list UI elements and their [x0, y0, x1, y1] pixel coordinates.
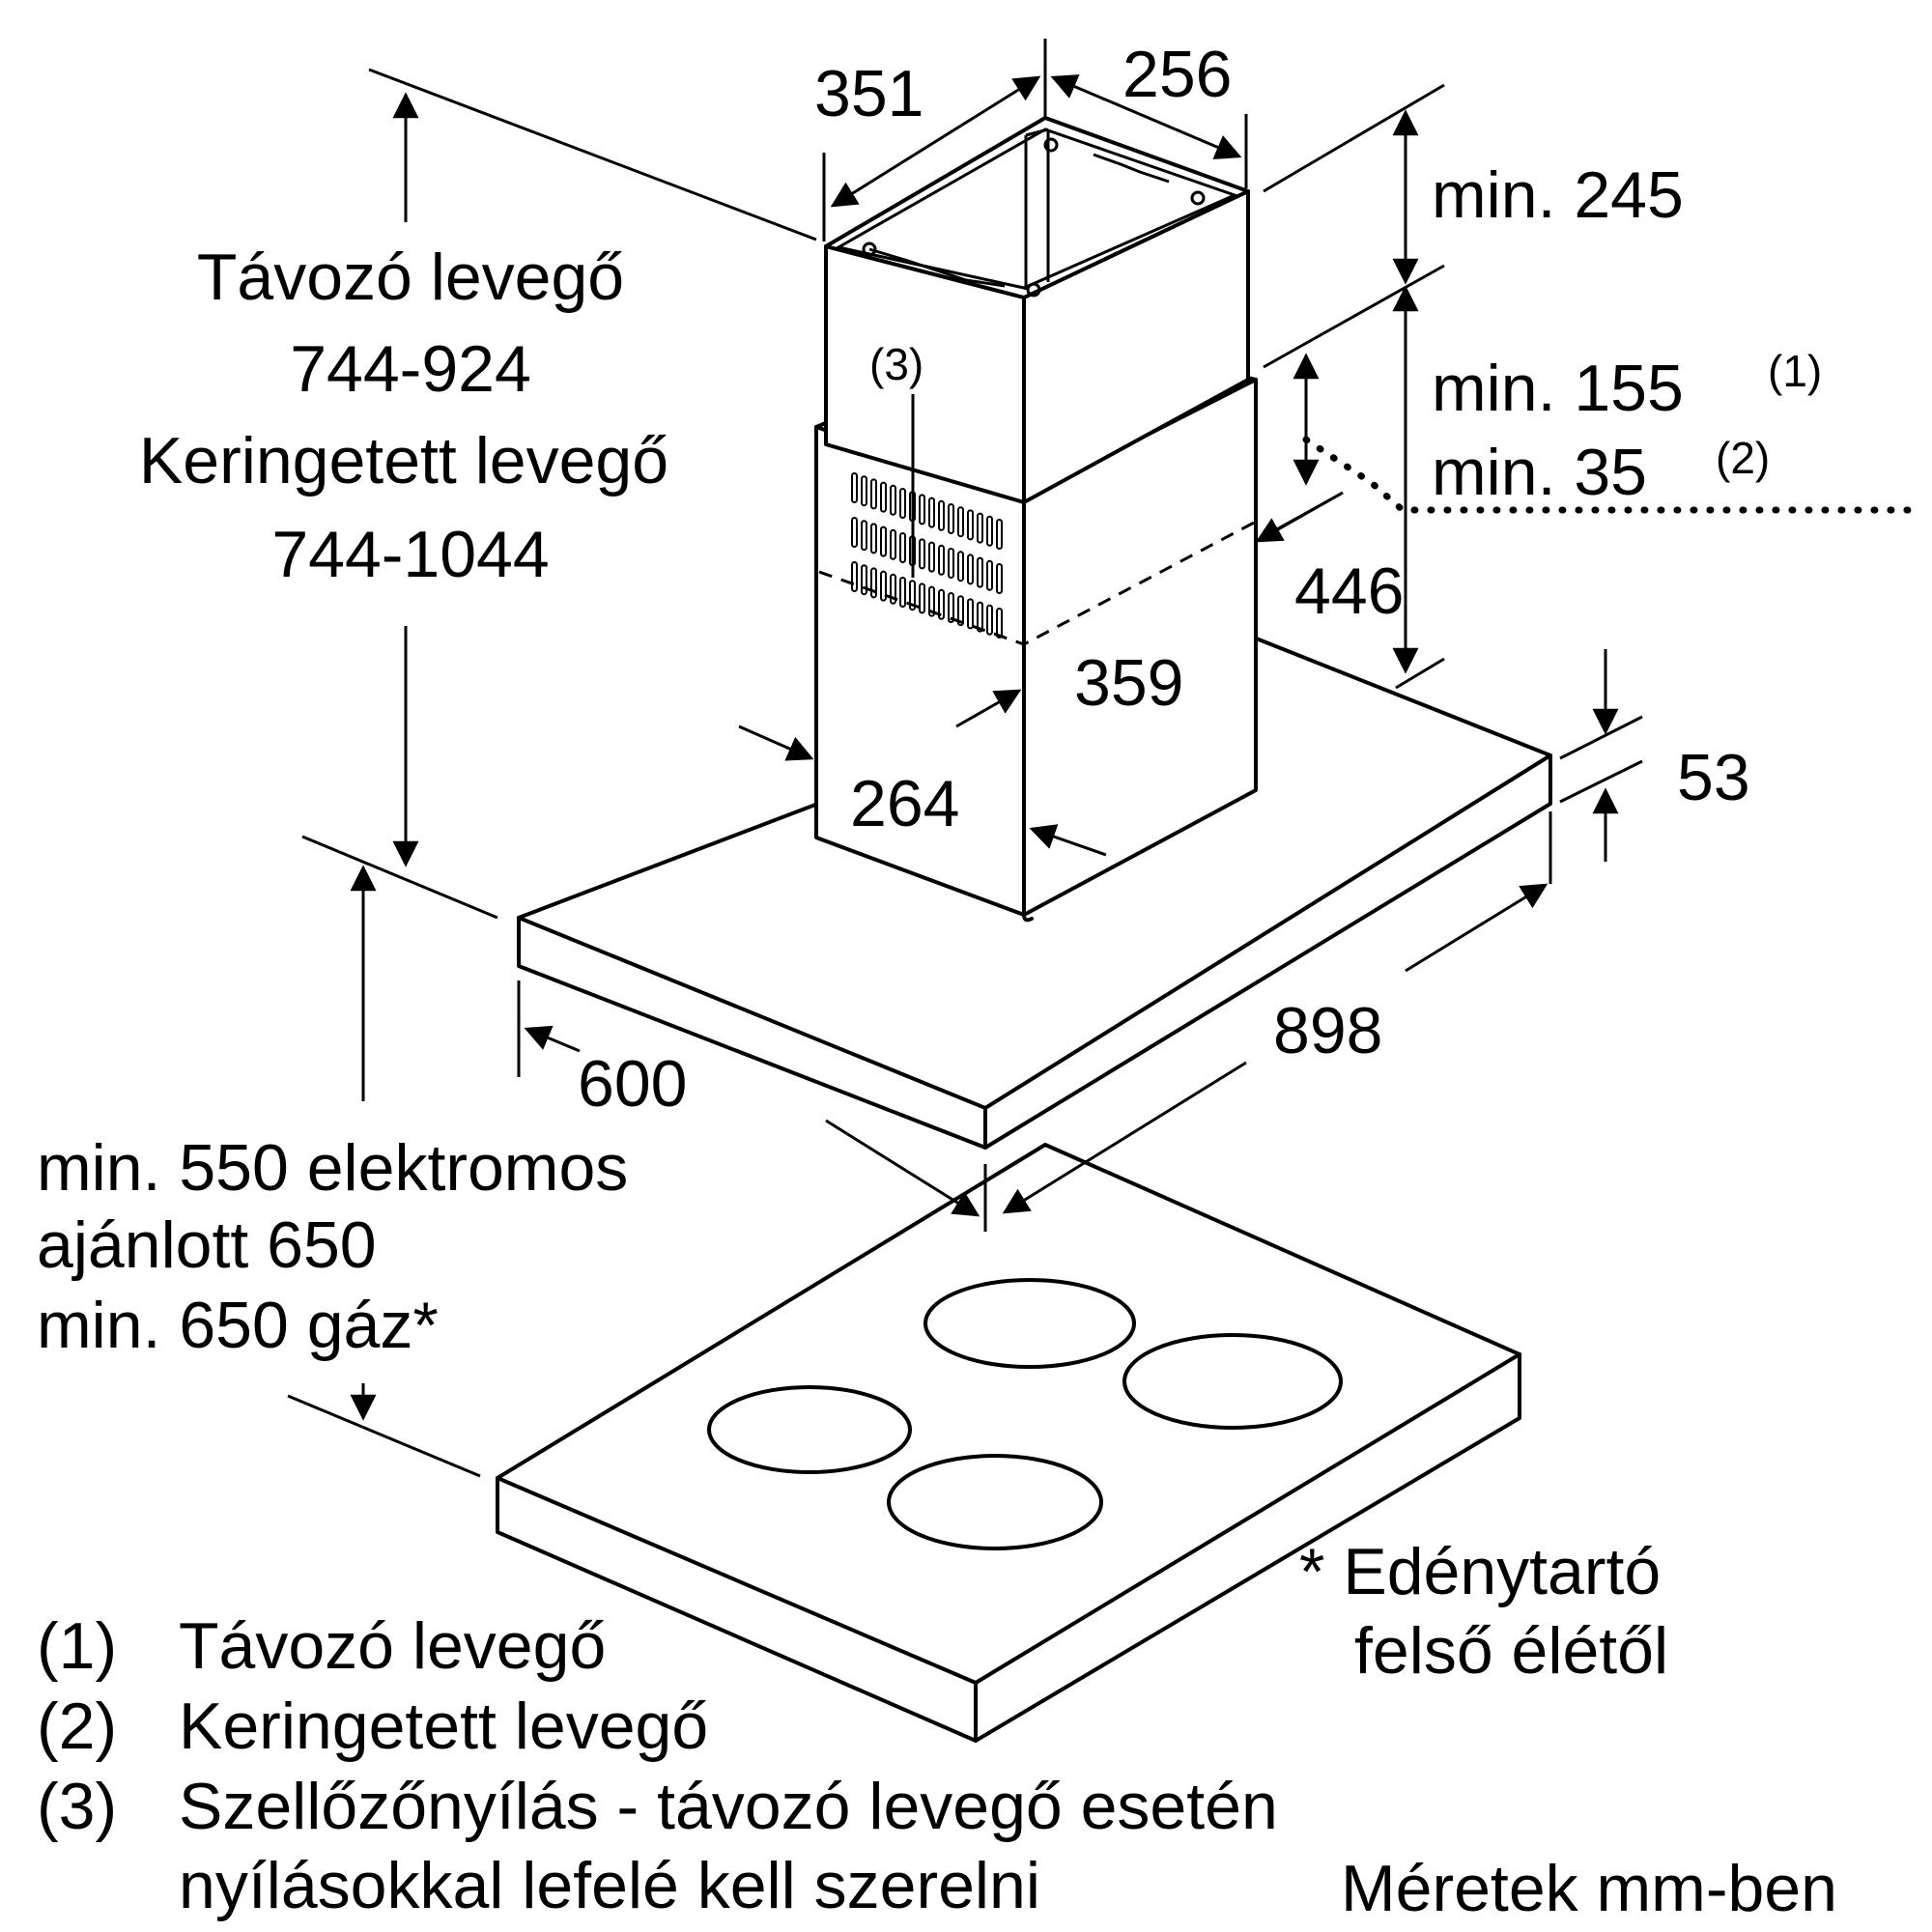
vent-slot: [851, 561, 858, 592]
vent-slot: [948, 503, 954, 534]
vent-slot: [919, 494, 925, 526]
vent-slot: [880, 570, 887, 602]
height-exhaust-label: Távozó levegő: [197, 241, 624, 314]
dim-min-35: min. 35: [1432, 436, 1647, 509]
dim-264: 264: [850, 767, 959, 840]
chimney-upper: [824, 116, 1250, 504]
vent-slot: [851, 472, 858, 503]
vent-slot: [986, 559, 993, 591]
legend-num-1: (1): [37, 1609, 117, 1683]
vent-slot: [967, 598, 974, 630]
vent-slot: [861, 564, 867, 596]
vent-grille: [851, 472, 1003, 639]
legend-num-3: (3): [37, 1770, 117, 1843]
legend: (1) Távozó levegő (2) Keringetett levegő…: [37, 1609, 1278, 1922]
footnote-star-line2: felső élétől: [1354, 1614, 1668, 1688]
vent-slot: [957, 551, 964, 582]
vent-slot: [870, 478, 877, 510]
vent-slot: [967, 554, 974, 585]
dim-446: 446: [1294, 554, 1404, 628]
vent-slot: [938, 499, 945, 531]
note-1: (1): [1768, 346, 1822, 396]
clearance-electric: min. 550 elektromos: [37, 1131, 628, 1205]
chimney-lower: [814, 329, 1258, 923]
footnote-star-line1: * Edénytartó: [1299, 1535, 1661, 1608]
dim-351: 351: [814, 57, 923, 130]
cooktop: [496, 1143, 1521, 1743]
vent-slot: [861, 520, 867, 552]
vent-slot: [880, 526, 887, 557]
footnote-star: * Edénytartó felső élétől: [1299, 1535, 1668, 1688]
vent-slot: [948, 592, 954, 623]
dimension-lines: [287, 39, 1917, 1478]
legend-text-3: Szellőzőnyílás - távozó levegő esetén: [179, 1770, 1278, 1843]
note-2: (2): [1716, 433, 1770, 483]
vent-slot: [928, 585, 935, 617]
vent-slot: [870, 523, 877, 554]
dim-898: 898: [1273, 994, 1382, 1067]
height-exhaust-value: 744-924: [290, 332, 531, 406]
burner-back-left: [923, 1278, 1136, 1369]
vent-slot: [899, 488, 906, 519]
units-note: Méretek mm-ben: [1341, 1852, 1837, 1925]
height-range-labels: Távozó levegő 744-924 Keringetett levegő…: [139, 241, 668, 591]
vent-slot: [880, 481, 887, 513]
vent-slot: [967, 509, 974, 541]
vent-slot: [977, 512, 983, 544]
dim-min-155: min. 155: [1432, 352, 1684, 425]
legend-text-3b: nyílásokkal lefelé kell szerelni: [179, 1849, 1040, 1922]
burner-back-right: [1122, 1333, 1343, 1430]
vent-slot: [851, 517, 858, 548]
dim-359: 359: [1074, 646, 1183, 720]
vent-slot: [996, 519, 1003, 550]
vent-slot: [899, 532, 906, 563]
vent-slot: [938, 588, 945, 620]
legend-text-2: Keringetett levegő: [179, 1690, 708, 1763]
burner-front-right: [887, 1454, 1103, 1550]
height-recirc-label: Keringetett levegő: [139, 424, 668, 497]
vent-slot: [928, 541, 935, 573]
height-recirc-value: 744-1044: [271, 518, 549, 591]
vent-slot: [957, 595, 964, 627]
vent-slot: [996, 608, 1003, 639]
vent-slot: [948, 548, 954, 579]
clearance-gas: min. 650 gáz*: [37, 1289, 439, 1362]
vent-slot: [986, 604, 993, 636]
dim-256: 256: [1122, 38, 1232, 111]
vent-slot: [919, 538, 925, 570]
vent-slot: [928, 497, 935, 528]
clearance-labels: min. 550 elektromos ajánlott 650 min. 65…: [37, 1131, 628, 1362]
legend-text-1: Távozó levegő: [179, 1609, 606, 1683]
legend-num-2: (2): [37, 1690, 117, 1763]
dim-600: 600: [578, 1047, 687, 1121]
clearance-recommended: ajánlott 650: [37, 1208, 377, 1282]
vent-slot: [986, 515, 993, 547]
vent-slot: [938, 544, 945, 576]
vent-marker: (3): [869, 339, 923, 389]
dim-min-245: min. 245: [1432, 158, 1684, 232]
vent-slot: [977, 556, 983, 588]
vent-slot: [899, 577, 906, 608]
burner-front-left: [707, 1385, 912, 1474]
vent-slot: [870, 567, 877, 599]
vent-slot: [909, 580, 916, 611]
vent-slot: [957, 506, 964, 538]
vent-slot: [996, 563, 1003, 594]
vent-slot: [890, 573, 896, 605]
vent-slot: [861, 475, 867, 507]
dimension-labels: 351 256 min. 245 min. 155 (1) min. 35 (2…: [578, 38, 1822, 1121]
vent-slot: [919, 582, 925, 614]
vent-slot: [890, 528, 896, 560]
dim-53: 53: [1677, 741, 1750, 814]
vent-slot: [890, 484, 896, 516]
vent-slot: [977, 601, 983, 633]
